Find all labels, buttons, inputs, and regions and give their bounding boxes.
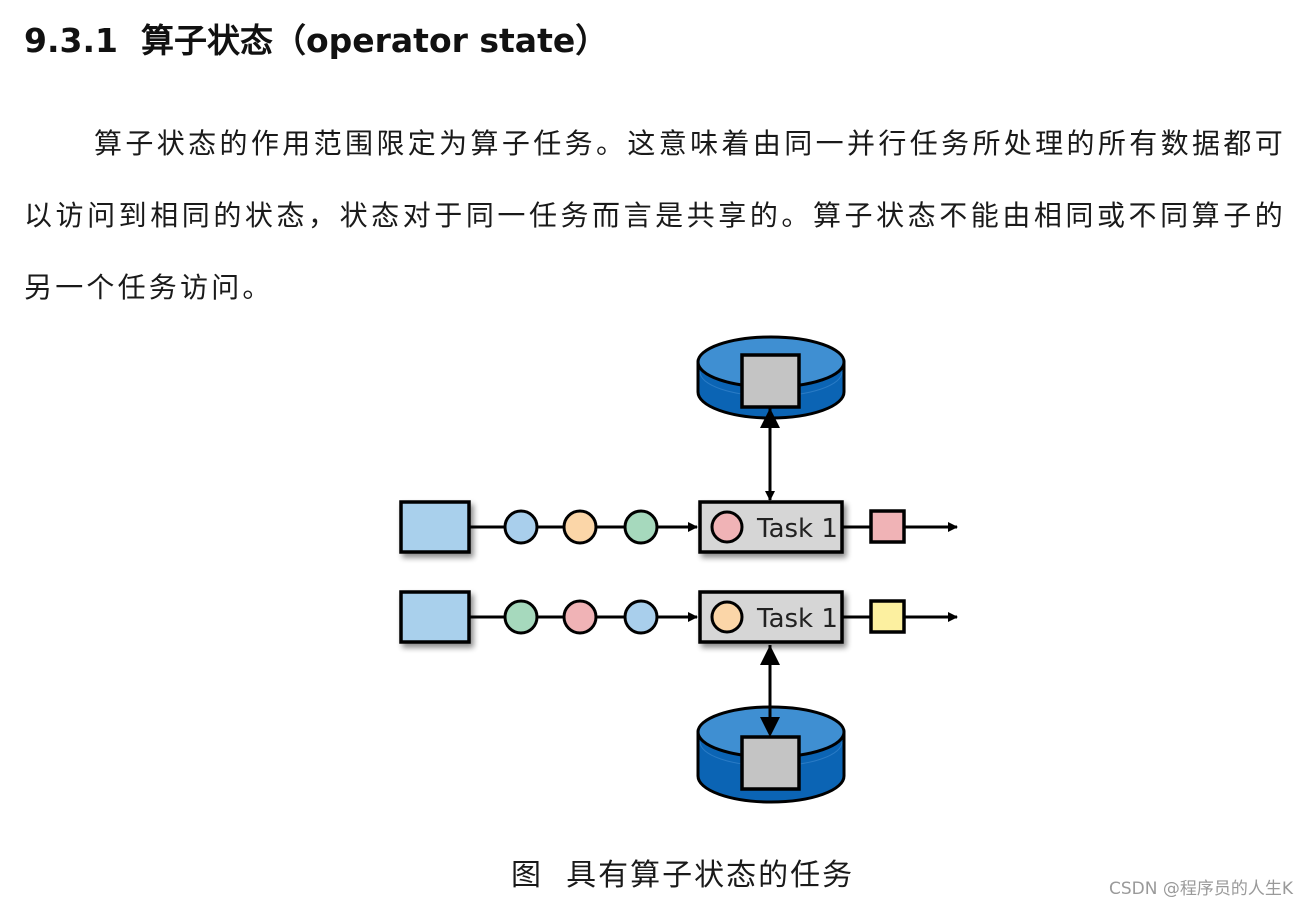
caption-prefix: 图	[511, 858, 543, 893]
record-1	[503, 509, 539, 545]
state-square	[740, 353, 801, 409]
arrow-up-head-top	[760, 408, 780, 428]
caption-text: 具有算子状态的任务	[566, 858, 855, 893]
arrow-down-head-bottom	[760, 717, 780, 737]
source-box	[399, 590, 471, 644]
section-number: 9.3.1	[24, 21, 118, 60]
record-3	[623, 599, 659, 635]
task-state-circle	[710, 510, 744, 544]
output-record	[869, 599, 906, 634]
watermark: CSDN @程序员的人生K	[1108, 879, 1293, 899]
state-square	[740, 735, 801, 791]
record-2	[562, 509, 598, 545]
record-3	[623, 509, 659, 545]
section-heading: 9.3.1 算子状态（operator state）	[24, 14, 608, 62]
arrow-up-head-bottom	[760, 645, 780, 665]
output-record	[869, 509, 906, 544]
state-store-top	[696, 335, 846, 420]
task-label: Task 1	[756, 604, 838, 634]
pipeline-row-2: Task 1	[399, 590, 958, 644]
record-2	[562, 599, 598, 635]
state-store-bottom	[696, 700, 846, 804]
source-box	[399, 500, 471, 554]
section-title: 算子状态（operator state）	[140, 21, 609, 60]
record-1	[503, 599, 539, 635]
figure-caption: 图 具有算子状态的任务	[511, 850, 854, 894]
pipeline-row-1: Task 1	[399, 500, 958, 554]
task-state-circle	[710, 600, 744, 634]
task-label: Task 1	[756, 514, 838, 544]
body-paragraph: 算子状态的作用范围限定为算子任务。这意味着由同一并行任务所处理的所有数据都可以访…	[24, 127, 1286, 304]
